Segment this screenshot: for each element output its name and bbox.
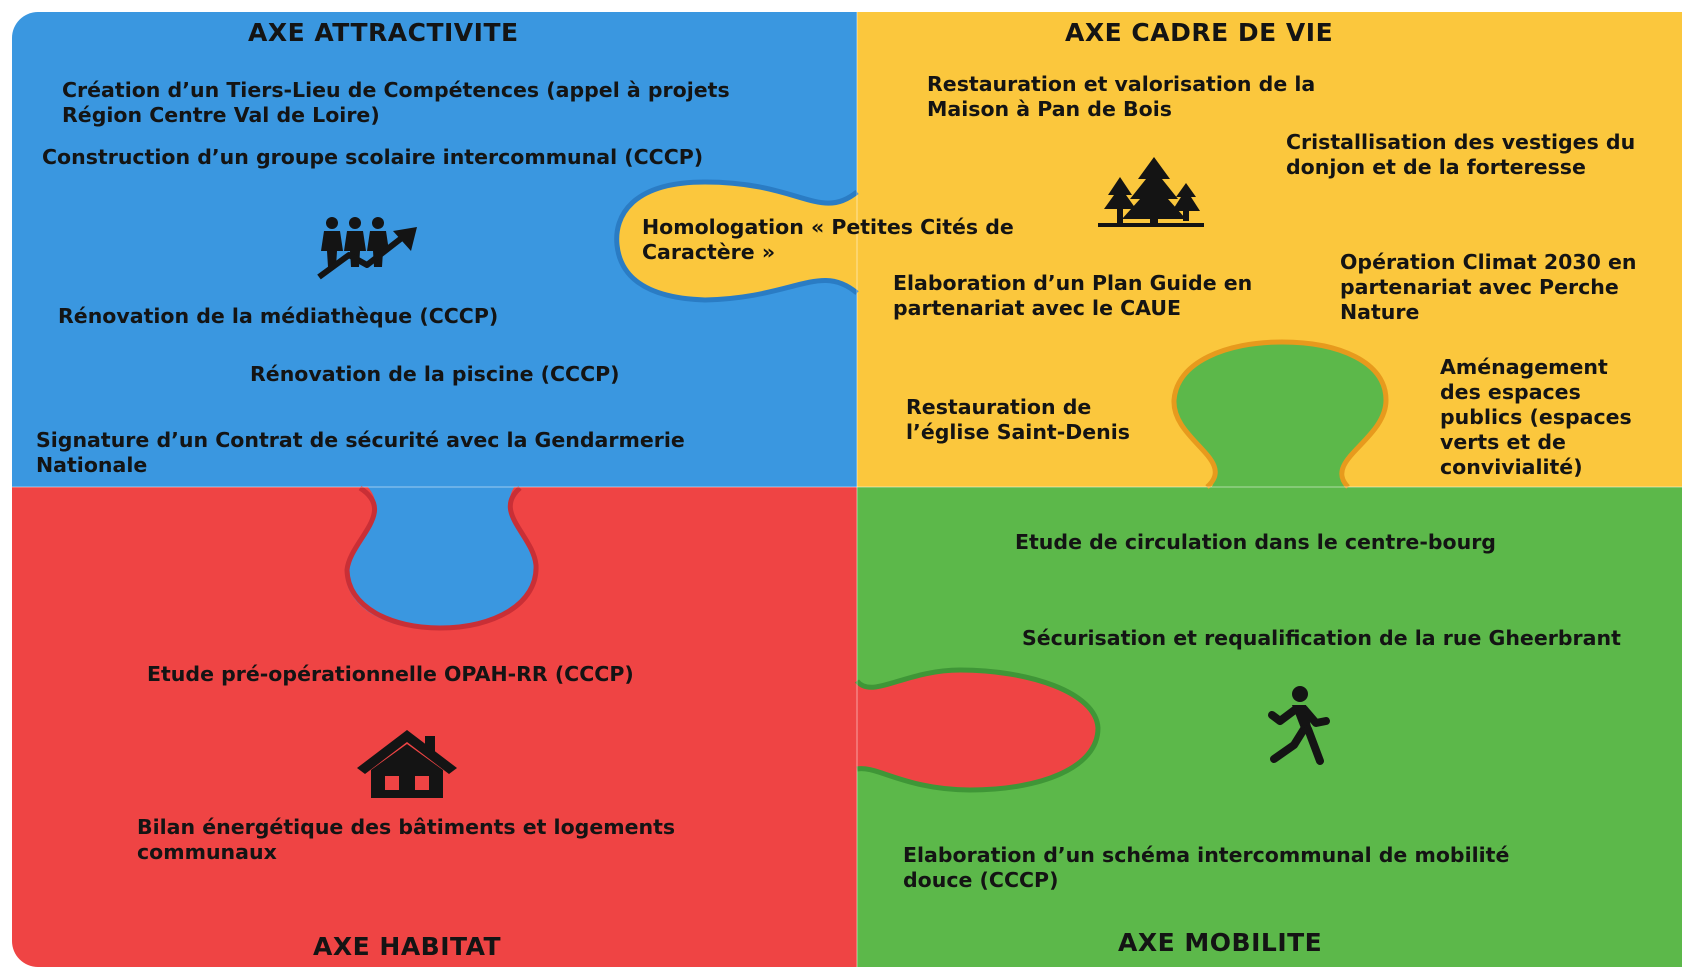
- tab-habitat: [850, 668, 1100, 792]
- item-maison-pan-de-bois: Restauration et valorisation de la Maiso…: [927, 72, 1316, 121]
- tab-cadre-de-vie-edge: [614, 179, 859, 303]
- item-groupe-scolaire: Construction d’un groupe scolaire interc…: [42, 145, 704, 169]
- item-piscine: Rénovation de la piscine (CCCP): [250, 362, 620, 386]
- item-contrat-securite: Signature d’un Contrat de sécurité avec …: [36, 428, 685, 477]
- tab-habitat-edge: [855, 667, 1101, 793]
- tab-mobilite: [1171, 340, 1388, 495]
- tab-cadre-de-vie: [614, 180, 860, 302]
- axis-title-attractivite: AXE ATTRACTIVITE: [248, 18, 519, 47]
- item-espaces-publics: Aménagement des espaces publics (espaces…: [1440, 355, 1632, 479]
- axis-title-mobilite: AXE MOBILITE: [1118, 928, 1323, 957]
- axis-title-cadre-de-vie: AXE CADRE DE VIE: [1065, 18, 1334, 47]
- item-opah-rr: Etude pré-opérationnelle OPAH-RR (CCCP): [147, 662, 634, 686]
- tab-attractivite: [345, 480, 539, 630]
- item-mediatheque: Rénovation de la médiathèque (CCCP): [58, 304, 499, 328]
- item-petites-cites: Homologation « Petites Cités de Caractèr…: [642, 215, 1014, 264]
- item-tiers-lieu: Création d’un Tiers-Lieu de Compétences …: [62, 78, 730, 127]
- house-icon: [357, 730, 457, 798]
- item-plan-guide: Elaboration d’un Plan Guide en partenari…: [893, 271, 1253, 320]
- axis-title-habitat: AXE HABITAT: [313, 932, 502, 961]
- pedestrian-icon: [1268, 686, 1330, 765]
- trees-icon: [1098, 157, 1204, 227]
- item-bilan-energetique: Bilan énergétique des bâtiments et logem…: [137, 815, 676, 864]
- people-growth-icon: [317, 217, 417, 280]
- item-rue-gheerbrant: Sécurisation et requalification de la ru…: [1022, 626, 1621, 650]
- item-etude-circulation: Etude de circulation dans le centre-bour…: [1015, 530, 1496, 554]
- tab-mobilite-edge: [1171, 339, 1389, 489]
- tab-attractivite-edge: [344, 485, 539, 631]
- item-vestiges-donjon: Cristallisation des vestiges du donjon e…: [1286, 130, 1636, 179]
- item-climat-2030: Opération Climat 2030 en partenariat ave…: [1340, 250, 1637, 324]
- item-eglise-saint-denis: Restauration de l’église Saint-Denis: [906, 395, 1130, 444]
- item-schema-mobilite-douce: Elaboration d’un schéma intercommunal de…: [903, 843, 1510, 892]
